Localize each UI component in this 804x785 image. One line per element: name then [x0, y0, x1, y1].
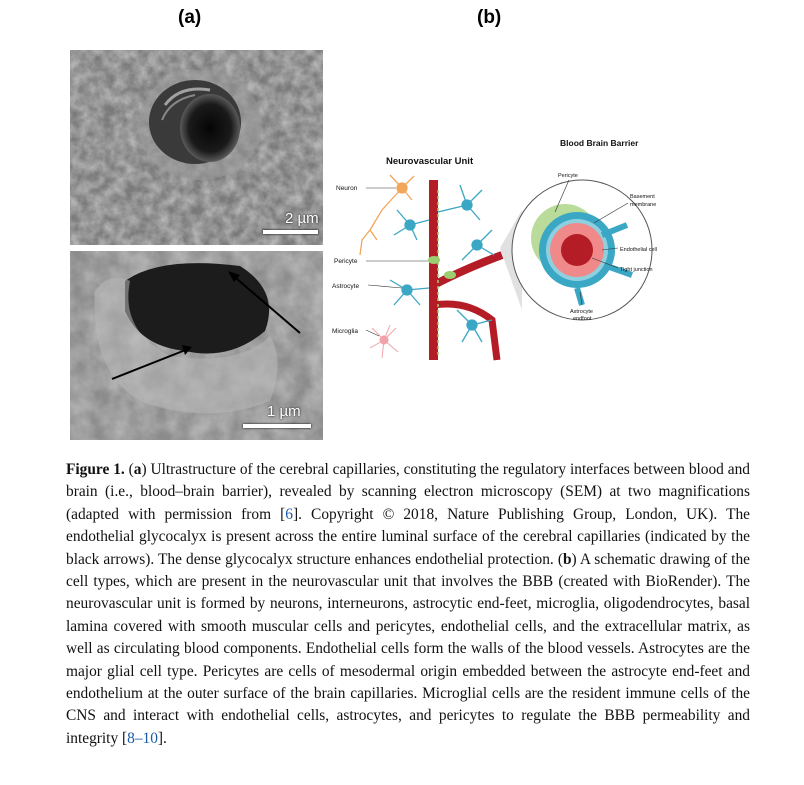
neurovascular-schematic: Neurovascular Unit: [332, 130, 670, 380]
caption-panel-b: b: [562, 550, 572, 568]
panel-label-b: (b): [477, 7, 502, 28]
label-microglia: Microglia: [332, 328, 358, 335]
microglia-cell: [369, 324, 399, 359]
caption-text-2: ) Ultrastructure of the cerebral capilla…: [66, 461, 750, 523]
bbb-title: Blood Brain Barrier: [560, 138, 639, 148]
scale-bar-top: [263, 230, 318, 234]
label-neuron: Neuron: [336, 185, 358, 192]
bbb-label-tight-junction: Tight junction: [620, 267, 653, 273]
caption-text-4: ) A schematic drawing of the cell types,…: [66, 550, 750, 747]
bbb-label-astrocyte: Astrocyte: [570, 309, 593, 315]
citation-link-8-10[interactable]: 8–10: [127, 729, 158, 747]
sem-image-bottom: 1 µm: [70, 251, 323, 440]
scale-bar-bottom: [243, 424, 311, 428]
caption-title: Figure 1.: [66, 461, 125, 478]
label-astrocyte: Astrocyte: [332, 283, 359, 290]
bbb-label-pericyte: Pericyte: [558, 173, 578, 179]
nvu-label-lines: [365, 187, 428, 337]
bbb-inset: [511, 179, 653, 321]
scale-label-bottom: 1 µm: [267, 403, 301, 420]
nvu-title: Neurovascular Unit: [386, 156, 474, 167]
bbb-label-basement: Basement: [630, 194, 655, 200]
figure-caption: Figure 1. (a) Ultrastructure of the cere…: [66, 459, 750, 750]
pericyte-cells: [428, 256, 456, 279]
neuron-cell: [359, 174, 415, 256]
caption-text-3: ]. Copyright © 2018, Nature Publishing G…: [66, 505, 750, 568]
sem-image-top: 2 µm: [70, 50, 323, 245]
caption-text-1: (: [124, 461, 134, 478]
bbb-label-endothelial: Endothelial cell: [620, 247, 657, 253]
caption-panel-a: a: [133, 461, 142, 478]
bbb-label-endfoot: endfoot: [573, 316, 592, 322]
panel-label-a: (a): [178, 7, 202, 28]
bbb-label-lines: [554, 179, 629, 306]
astrocyte-cells: [389, 184, 495, 343]
caption-text-5: ].: [157, 729, 167, 747]
bbb-label-membrane: membrane: [630, 202, 656, 208]
scale-label-top: 2 µm: [285, 210, 319, 227]
citation-link-6[interactable]: 6: [285, 505, 293, 523]
label-pericyte: Pericyte: [334, 258, 358, 265]
